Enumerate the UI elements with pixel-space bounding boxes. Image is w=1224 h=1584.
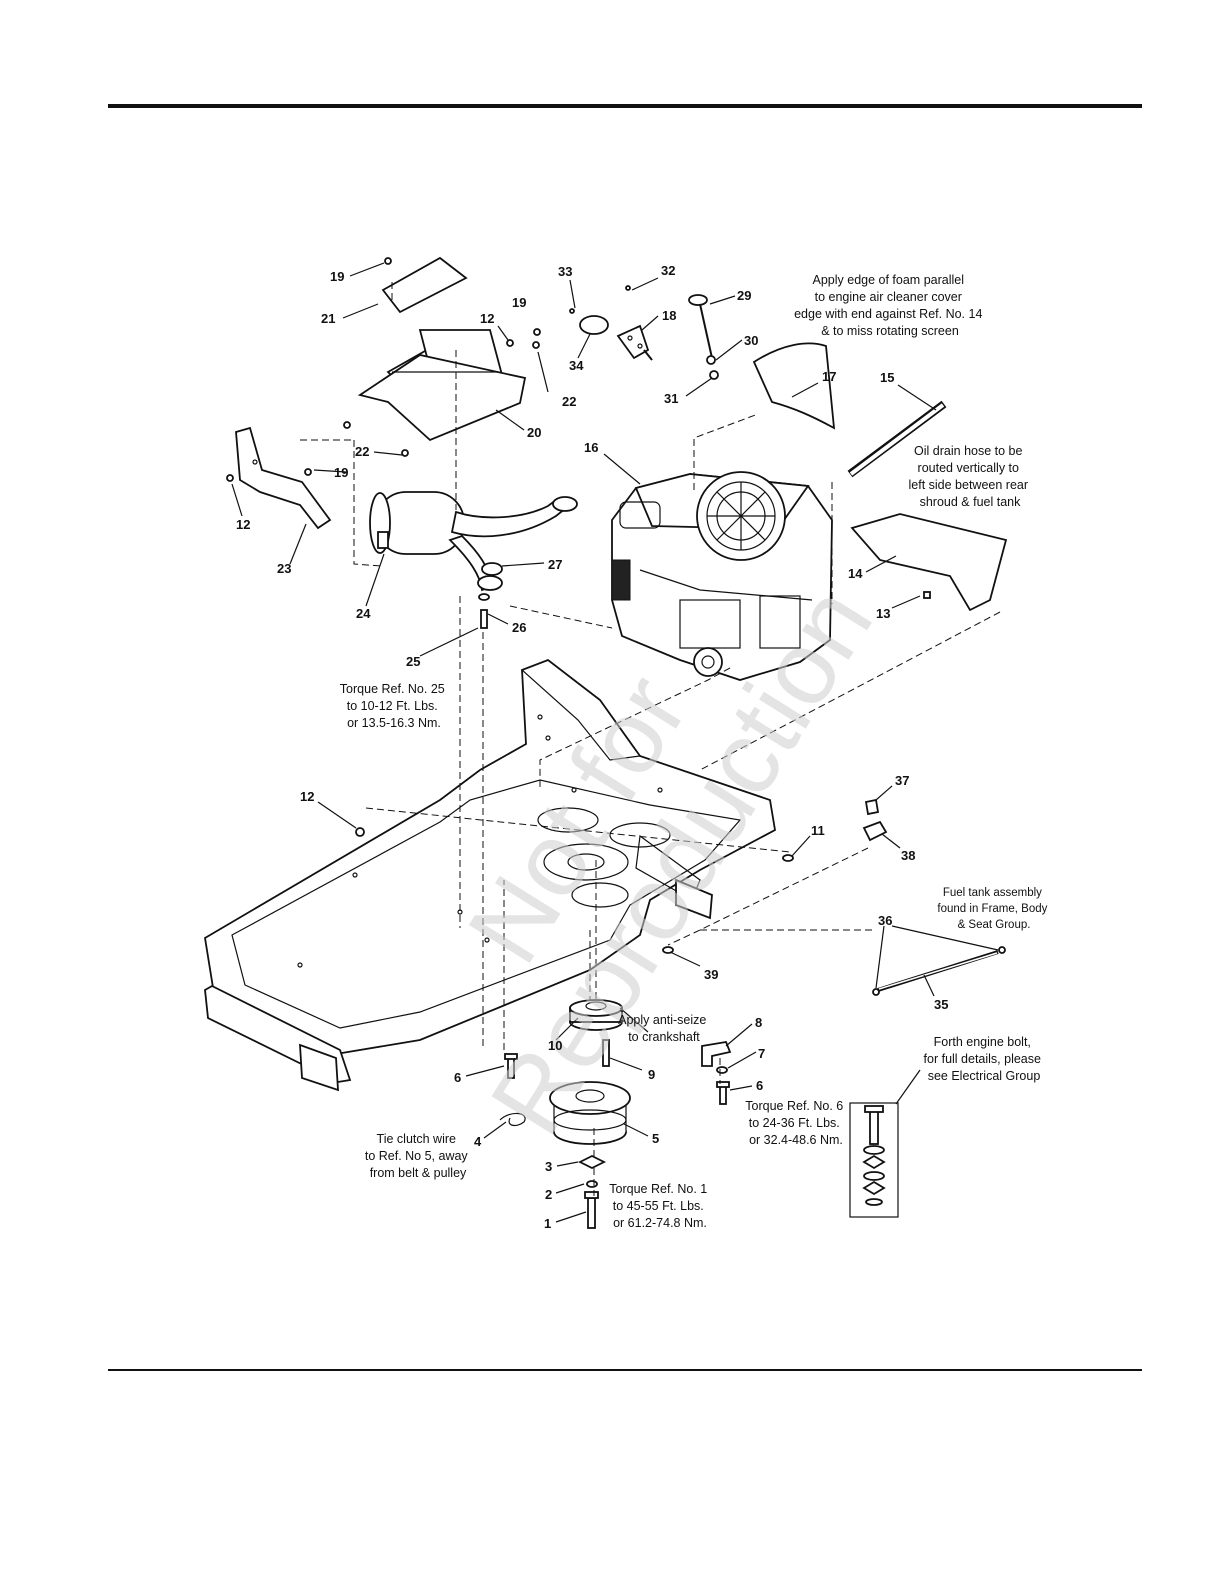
mower-frame	[204, 658, 776, 1092]
callout-13: 13	[876, 606, 890, 621]
callout-12: 12	[300, 789, 314, 804]
callout-12: 12	[236, 517, 250, 532]
note-clutch-wire: Tie clutch wire to Ref. No 5, away from …	[365, 1132, 471, 1180]
electric-clutch	[549, 1081, 631, 1145]
callout-36: 36	[878, 913, 892, 928]
callout-7: 7	[758, 1046, 765, 1061]
callout-14: 14	[848, 566, 863, 581]
note-foam: Apply edge of foam parallel to engine ai…	[794, 273, 986, 338]
dipstick	[688, 294, 719, 380]
callout-2: 2	[545, 1187, 552, 1202]
callout-numbers: 19 21 12 19 22 20 22 19 12 23 24 27 26 2…	[236, 263, 948, 1231]
callout-22: 22	[355, 444, 369, 459]
callout-24: 24	[356, 606, 371, 621]
callout-27: 27	[548, 557, 562, 572]
callout-38: 38	[901, 848, 915, 863]
callout-32: 32	[661, 263, 675, 278]
callout-19: 19	[512, 295, 526, 310]
key	[602, 1039, 610, 1067]
callout-1: 1	[544, 1216, 551, 1231]
foam-strip	[752, 342, 836, 430]
muffler-heat-shield	[357, 256, 527, 442]
callout-8: 8	[755, 1015, 762, 1030]
engine-bolt-stack	[849, 1102, 899, 1218]
bottom-rule	[108, 1369, 1142, 1371]
callout-18: 18	[662, 308, 676, 323]
engine	[611, 471, 833, 681]
clutch-bracket	[701, 1040, 732, 1067]
oil-drain-hose	[847, 400, 947, 478]
muffler	[369, 491, 578, 592]
top-rule	[108, 104, 1142, 108]
note-oil-drain: Oil drain hose to be routed vertically t…	[909, 444, 1032, 509]
assembly-dashed-lines	[300, 282, 1001, 1196]
callout-29: 29	[737, 288, 751, 303]
callout-30: 30	[744, 333, 758, 348]
callout-9: 9	[648, 1067, 655, 1082]
callout-22: 22	[562, 394, 576, 409]
callout-12: 12	[480, 311, 494, 326]
note-torque-6: Torque Ref. No. 6 to 24-36 Ft. Lbs. or 3…	[745, 1099, 846, 1147]
cap	[579, 315, 609, 335]
callout-19: 19	[330, 269, 344, 284]
callout-21: 21	[321, 311, 335, 326]
hardware	[226, 257, 1006, 1229]
throttle-bracket	[616, 324, 653, 361]
rear-shroud	[850, 513, 1008, 612]
callout-10: 10	[548, 1038, 562, 1053]
annotations: Apply edge of foam parallel to engine ai…	[340, 273, 1050, 1230]
leader-lines	[231, 262, 999, 1223]
note-anti-seize: Apply anti-seize to crankshaft	[618, 1013, 710, 1044]
callout-16: 16	[584, 440, 598, 455]
callout-23: 23	[277, 561, 291, 576]
callout-25: 25	[406, 654, 420, 669]
pulley	[569, 999, 623, 1031]
callout-5: 5	[652, 1131, 659, 1146]
left-bracket	[235, 426, 332, 530]
callout-37: 37	[895, 773, 909, 788]
callout-17: 17	[822, 369, 836, 384]
parts-illustration	[204, 256, 1008, 1229]
callout-6: 6	[756, 1078, 763, 1093]
note-torque-25: Torque Ref. No. 25 to 10-12 Ft. Lbs. or …	[340, 682, 448, 730]
callout-15: 15	[880, 370, 894, 385]
callout-4: 4	[474, 1134, 482, 1149]
callout-19: 19	[334, 465, 348, 480]
callout-6: 6	[454, 1070, 461, 1085]
callout-20: 20	[527, 425, 541, 440]
callout-3: 3	[545, 1159, 552, 1174]
callout-11: 11	[811, 823, 825, 838]
note-fuel-tank: Fuel tank assembly found in Frame, Body …	[937, 887, 1050, 931]
note-torque-1: Torque Ref. No. 1 to 45-55 Ft. Lbs. or 6…	[609, 1182, 710, 1230]
callout-34: 34	[569, 358, 584, 373]
callout-35: 35	[934, 997, 948, 1012]
callout-33: 33	[558, 264, 572, 279]
callout-31: 31	[664, 391, 678, 406]
callout-26: 26	[512, 620, 526, 635]
note-fourth-bolt: Forth engine bolt, for full details, ple…	[924, 1035, 1045, 1083]
callout-39: 39	[704, 967, 718, 982]
